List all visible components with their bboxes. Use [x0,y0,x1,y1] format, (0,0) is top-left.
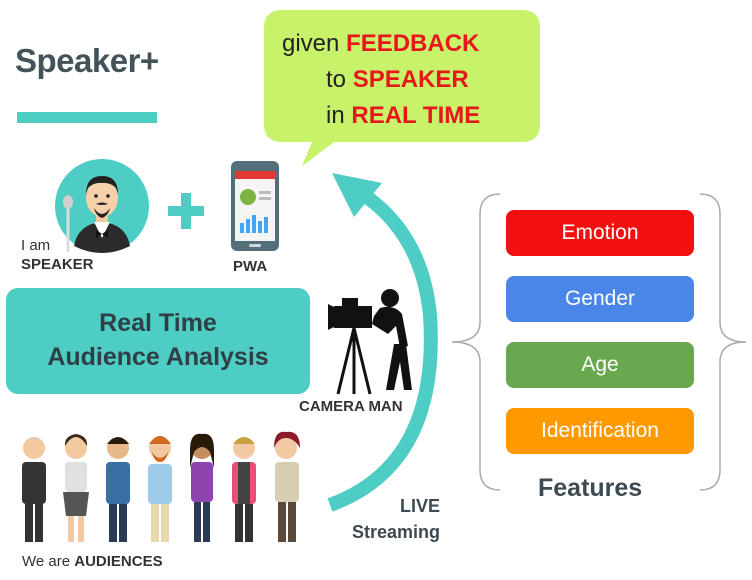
audience-people-icon [22,431,300,542]
bubble-text-2a: to [326,66,353,93]
analysis-text: Real Time Audience Analysis [6,306,310,374]
bubble-text-3a: in [326,102,352,129]
analysis-box [6,288,310,394]
bubble-text: given FEEDBACK to SPEAKER in REAL TIME [268,26,528,134]
camera-man-label: CAMERA MAN [299,398,403,415]
bubble-text-1a: given [282,30,347,57]
streaming-arrow [327,173,438,512]
pwa-label: PWA [233,258,268,275]
feature-emotion: Emotion [506,210,694,256]
speaker-label: I am SPEAKER [21,236,94,274]
title-underline [17,112,157,123]
feature-age: Age [506,342,694,388]
phone-icon [231,161,279,251]
audience-label-prefix: We are [22,553,75,570]
live-line2: Streaming [351,522,440,542]
speech-bubble [264,10,540,166]
audience-label: We are AUDIENCES [22,553,163,570]
speaker-avatar-icon [55,159,149,253]
bubble-text-1b: FEEDBACK [346,30,480,57]
live-line1: LIVE [399,496,440,516]
feature-identification: Identification [506,408,694,454]
app-title: Speaker+ [15,42,159,79]
feature-gender: Gender [506,276,694,322]
analysis-line1: Real Time [99,309,217,337]
plus-icon [168,193,204,229]
analysis-line2: Audience Analysis [47,343,269,371]
audience-label-strong: AUDIENCES [74,553,163,570]
speaker-label-line2: SPEAKER [21,256,94,273]
camera-man-icon [328,289,412,395]
bubble-text-3b: REAL TIME [351,102,481,129]
speaker-label-line1: I am [21,237,51,254]
bubble-text-2b: SPEAKER [352,66,469,93]
features-brace [451,193,747,491]
live-streaming-label: LIVE Streaming [340,493,440,545]
features-title: Features [538,474,643,502]
